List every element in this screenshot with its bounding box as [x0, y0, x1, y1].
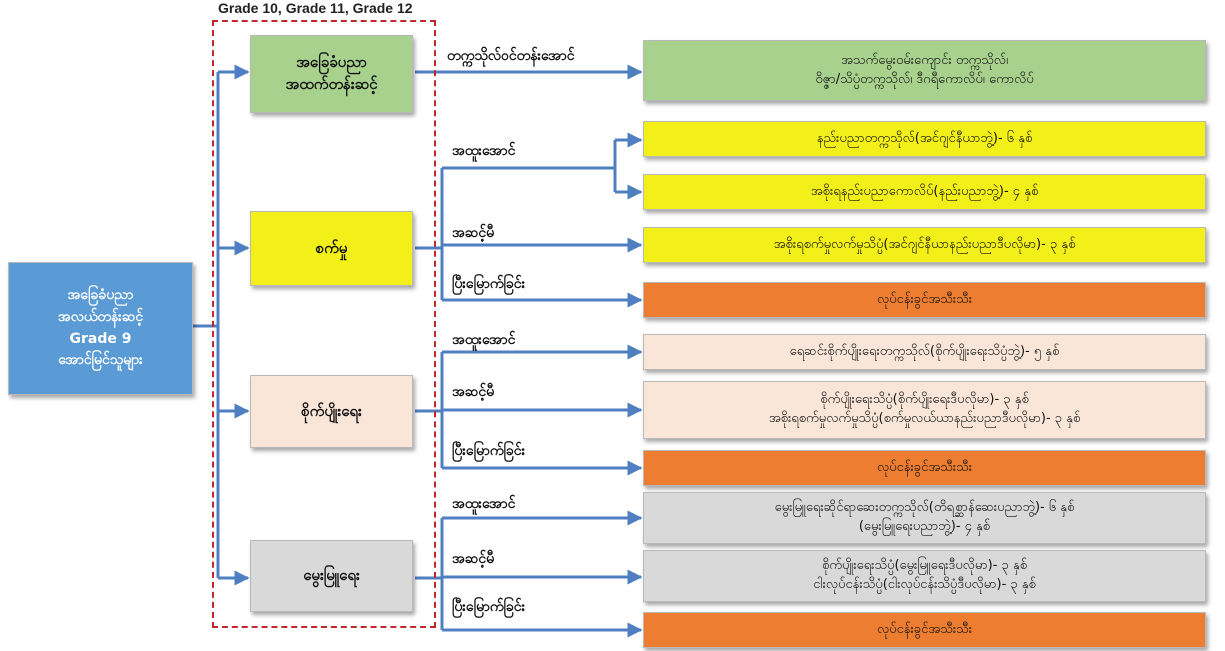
outcome-line: ငါးလုပ်ငန်းသိပ္ပံ(ငါးလုပ်ငန်းသိပ္ပံဒီပလိ…: [813, 577, 1036, 592]
edge-label-distinction: အထူးအောင်: [452, 143, 516, 159]
stream-general-education: အခြေခံပညာ အထက်တန်းဆင့်: [250, 35, 413, 113]
source-line: အောင်မြင်သူများ: [58, 352, 143, 369]
outcome-line: အစိုးရနည်းပညာကောလိပ်(နည်းပညာဘွဲ့)- ၄ နှစ…: [810, 183, 1039, 199]
outcome-university-pathways: အသက်မွေးဝမ်းကျောင်း တက္ကသိုလ်၊ ဝိဇ္ဇာ/သိ…: [643, 40, 1206, 101]
edge-label-pass: အဆင့်မီ: [452, 551, 495, 567]
outcome-line: နည်းပညာတက္ကသိုလ်(အင်ဂျင်နီယာဘွဲ့)- ၆ နှစ…: [816, 130, 1033, 146]
edge-label-matriculation: တက္ကသိုလ်ဝင်တန်းအောင်: [447, 48, 575, 64]
stream-industry: စက်မှု: [250, 211, 413, 286]
outcome-line: စိုက်ပျိုးရေးသိပ္ပံ(မွေးမြူရေးဒီပလိုမာ)-…: [821, 558, 1028, 574]
edge-label-distinction: အထူးအောင်: [452, 496, 516, 512]
outcome-line: လုပ်ငန်းခွင်အသီးသီး: [876, 459, 973, 475]
stream-label: မွေးမြူရေး: [303, 566, 360, 585]
stream-label: အထက်တန်းဆင့်: [285, 75, 378, 93]
edge-label-pass: အဆင့်မီ: [452, 225, 495, 241]
stream-livestock: မွေးမြူရေး: [250, 540, 413, 612]
outcome-livestock-institute: စိုက်ပျိုးရေးသိပ္ပံ(မွေးမြူရေးဒီပလိုမာ)-…: [643, 550, 1206, 602]
grade-range-caption: Grade 10, Grade 11, Grade 12: [218, 0, 413, 16]
stream-label: အခြေခံပညာ: [296, 53, 367, 72]
source-line: အလယ်တန်းဆင့်: [57, 308, 144, 325]
outcome-line: အသက်မွေးဝမ်းကျောင်း တက္ကသိုလ်၊: [840, 52, 1009, 68]
source-line: Grade 9: [69, 330, 132, 347]
outcome-line: ရေဆင်းစိုက်ပျိုးရေးတက္ကသိုလ်(စိုက်ပျိုးရ…: [789, 343, 1060, 359]
outcome-line: အစိုးရစက်မှုလက်မှုသိပ္ပံ(အင်ဂျင်နီယာနည်း…: [773, 236, 1076, 252]
outcome-line: အစိုးရစက်မှုလက်မှုသိပ္ပံ(စက်မှုလယ်ယာနည်း…: [768, 411, 1081, 426]
edge-label-distinction: အထူးအောင်: [452, 332, 516, 348]
outcome-technological-college: အစိုးရနည်းပညာကောလိပ်(နည်းပညာဘွဲ့)- ၄ နှစ…: [643, 174, 1206, 210]
outcome-line: (မွေးမြူရေးပညာဘွဲ့)- ၄ နှစ်: [858, 519, 991, 534]
edge-label-completion: ပြီးမြောက်ခြင်း: [452, 276, 526, 292]
outcome-technological-university: နည်းပညာတက္ကသိုလ်(အင်ဂျင်နီယာဘွဲ့)- ၆ နှစ…: [643, 121, 1206, 157]
edge-label-completion: ပြီးမြောက်ခြင်း: [452, 443, 526, 459]
outcome-line: ဝိဇ္ဇာ/သိပ္ပံတက္ကသိုလ်၊ ဒီဂရီကောလိပ်၊ ကေ…: [815, 71, 1034, 87]
source-box-grade9-graduates: အခြေခံပညာ အလယ်တန်းဆင့် Grade 9 အောင်မြင်…: [8, 262, 193, 395]
outcome-line: မွေးမြူရေးဆိုင်ရာဆေးတက္ကသိုလ်(တိရစ္ဆာန်ဆ…: [774, 500, 1075, 516]
source-line: အခြေခံပညာ: [67, 287, 134, 304]
stream-agriculture: စိုက်ပျိုးရေး: [250, 375, 413, 448]
outcome-workforce: လုပ်ငန်းခွင်အသီးသီး: [643, 612, 1206, 648]
outcome-agriculture-institute: စိုက်ပျိုးရေးသိပ္ပံ(စိုက်ပျိုးရေးဒီပလိုမ…: [643, 381, 1206, 439]
outcome-agriculture-university: ရေဆင်းစိုက်ပျိုးရေးတက္ကသိုလ်(စိုက်ပျိုးရ…: [643, 334, 1206, 370]
edge-label-pass: အဆင့်မီ: [452, 384, 495, 400]
outcome-line: လုပ်ငန်းခွင်အသီးသီး: [876, 621, 973, 637]
stream-label: စိုက်ပျိုးရေး: [301, 401, 362, 420]
outcome-veterinary-university: မွေးမြူရေးဆိုင်ရာဆေးတက္ကသိုလ်(တိရစ္ဆာန်ဆ…: [643, 492, 1206, 544]
stream-label: စက်မှု: [315, 238, 348, 257]
outcome-line: စိုက်ပျိုးရေးသိပ္ပံ(စိုက်ပျိုးရေးဒီပလိုမ…: [820, 392, 1029, 408]
edge-label-completion: ပြီးမြောက်ခြင်း: [452, 599, 526, 615]
outcome-technical-institute: အစိုးရစက်မှုလက်မှုသိပ္ပံ(အင်ဂျင်နီယာနည်း…: [643, 227, 1206, 263]
outcome-workforce: လုပ်ငန်းခွင်အသီးသီး: [643, 282, 1206, 318]
outcome-line: လုပ်ငန်းခွင်အသီးသီး: [876, 291, 973, 307]
upper-secondary-frame: [212, 20, 436, 628]
outcome-workforce: လုပ်ငန်းခွင်အသီးသီး: [643, 450, 1206, 486]
